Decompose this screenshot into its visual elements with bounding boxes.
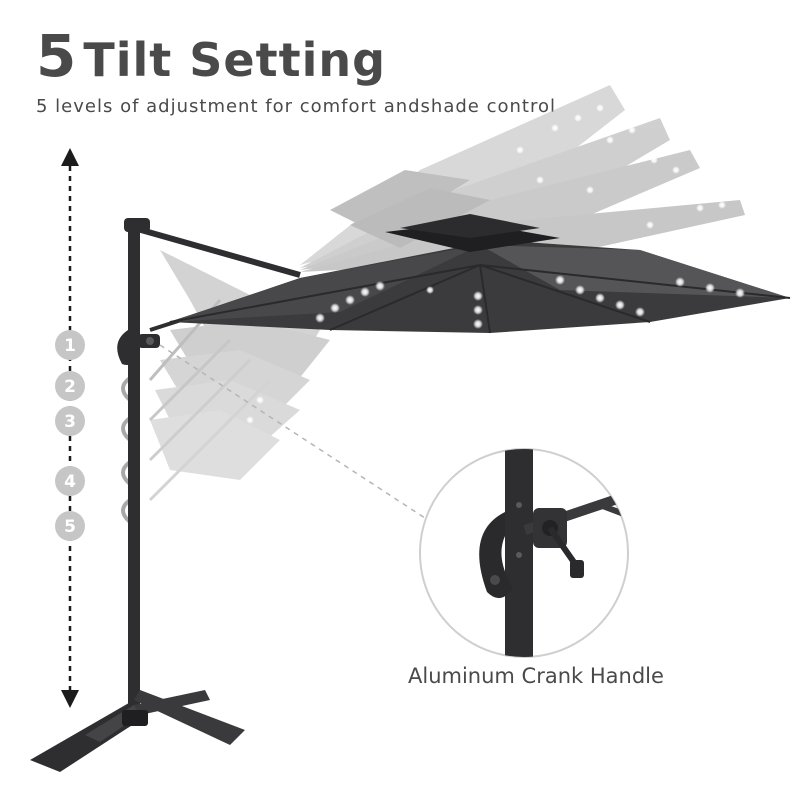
cross-base xyxy=(30,690,245,772)
crank-handle-icon xyxy=(479,508,584,599)
svg-text:2: 2 xyxy=(64,377,76,397)
title-number: 5 xyxy=(36,22,78,90)
main-crank-hub xyxy=(117,330,160,365)
tilt-level-badge: 5 xyxy=(55,511,85,541)
main-canopy xyxy=(169,214,791,334)
svg-text:1: 1 xyxy=(64,336,76,356)
led-light-strips xyxy=(315,275,745,329)
tilt-level-badge: 3 xyxy=(55,406,85,436)
tilt-level-badges: 1 2 3 4 5 xyxy=(55,330,85,541)
svg-text:3: 3 xyxy=(64,412,76,432)
title-text: Tilt Setting xyxy=(83,33,387,87)
ghost-crank-hubs xyxy=(121,376,132,524)
page-subtitle: 5 levels of adjustment for comfort andsh… xyxy=(36,96,556,117)
svg-text:4: 4 xyxy=(64,472,76,492)
svg-text:5: 5 xyxy=(64,517,76,537)
tilt-level-badge: 4 xyxy=(55,466,85,496)
tilt-level-badge: 1 xyxy=(55,330,85,360)
callout-leader-line xyxy=(159,344,429,521)
ghost-led-strips xyxy=(246,104,726,424)
tilt-level-badge: 2 xyxy=(55,371,85,401)
crank-detail-circle xyxy=(419,448,629,658)
tilted-canopy-ghosts xyxy=(148,85,745,502)
crank-handle-label: Aluminum Crank Handle xyxy=(408,664,664,688)
